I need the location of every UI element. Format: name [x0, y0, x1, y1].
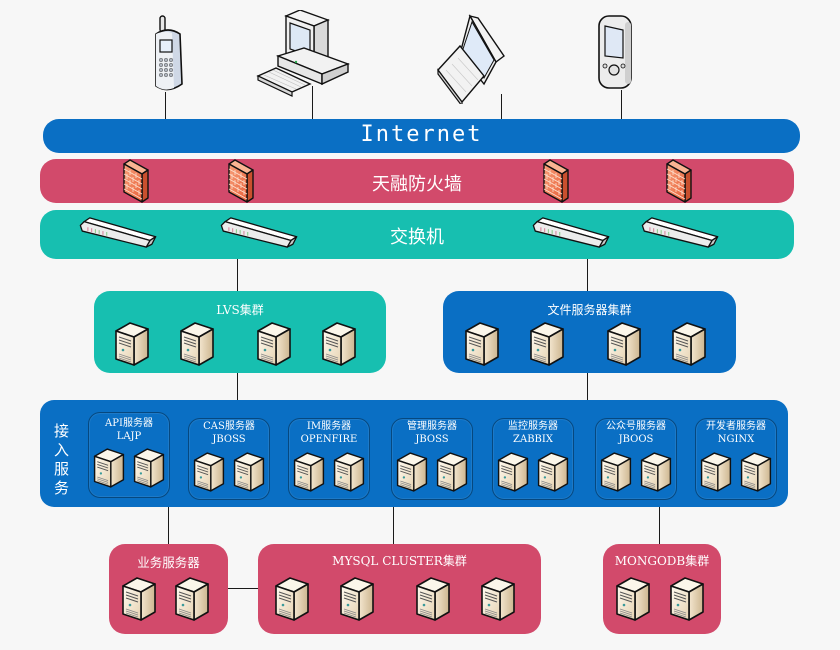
internet-bar: Internet — [43, 119, 800, 153]
group-name: 公众号服务器 — [606, 421, 666, 432]
access-services: 接入服务 API服务器 LAJP CAS服务器 JBOSS IM服务器 OPEN… — [40, 400, 788, 507]
connector-switch-lvs — [237, 259, 238, 292]
desktop-computer-icon — [256, 10, 352, 100]
firewall-icon — [541, 158, 571, 204]
server-icon — [231, 449, 267, 495]
switch-icon — [640, 216, 720, 248]
connector-laptop — [501, 94, 502, 119]
switch-label: 交换机 — [390, 227, 444, 248]
firewall-icon — [664, 158, 694, 204]
mongodb-cluster-title: MONGODB集群 — [614, 554, 710, 568]
switch-icon — [78, 216, 158, 248]
firewall-label: 天融防火墙 — [372, 174, 462, 195]
access-group: IM服务器 OPENFIRE — [288, 418, 370, 500]
business-servers: 业务服务器 — [109, 544, 228, 634]
group-name: 开发者服务器 — [706, 421, 766, 432]
group-name: 管理服务器 — [407, 421, 457, 432]
server-icon — [319, 319, 359, 369]
server-icon — [331, 449, 367, 495]
server-icon — [172, 574, 212, 624]
server-icon — [478, 574, 518, 624]
server-icon — [613, 574, 653, 624]
lvs-cluster-title: LVS集群 — [216, 303, 264, 317]
file-server-cluster: 文件服务器集群 — [443, 291, 736, 373]
connector-business-mysql — [228, 588, 260, 589]
group-tech: ZABBIX — [513, 434, 553, 445]
lvs-cluster: LVS集群 — [94, 291, 386, 373]
server-icon — [91, 445, 127, 491]
access-group: 公众号服务器 JBOOS — [595, 418, 677, 500]
access-group: 开发者服务器 NGINX — [695, 418, 777, 500]
group-tech: OPENFIRE — [300, 434, 358, 445]
server-icon — [434, 449, 470, 495]
connector-access-business — [168, 507, 169, 544]
group-name: API服务器 — [105, 418, 153, 429]
access-group: 管理服务器 JBOSS — [391, 418, 473, 500]
access-group: 监控服务器 ZABBIX — [492, 418, 574, 500]
group-tech: JBOOS — [618, 434, 654, 445]
firewall-icon — [121, 158, 151, 204]
group-name: 监控服务器 — [508, 421, 558, 432]
group-tech: JBOSS — [212, 434, 246, 445]
cell-phone-icon — [150, 14, 186, 94]
server-icon — [638, 449, 674, 495]
mongodb-cluster: MONGODB集群 — [603, 544, 721, 634]
server-icon — [667, 574, 707, 624]
access-group: API服务器 LAJP — [88, 412, 170, 498]
connector-switch-file — [587, 259, 588, 292]
connector-access-mysql — [393, 507, 394, 544]
group-tech: JBOSS — [415, 434, 449, 445]
access-group: CAS服务器 JBOSS — [188, 418, 270, 500]
server-icon — [669, 319, 709, 369]
switch-icon — [219, 216, 299, 248]
server-icon — [527, 319, 567, 369]
connector-access-mongodb — [659, 507, 660, 544]
server-icon — [698, 449, 734, 495]
group-tech: NGINX — [717, 434, 755, 445]
internet-label: Internet — [360, 122, 483, 147]
server-icon — [604, 319, 644, 369]
server-icon — [112, 319, 152, 369]
server-icon — [598, 449, 634, 495]
server-icon — [177, 319, 217, 369]
server-icon — [535, 449, 571, 495]
server-icon — [119, 574, 159, 624]
connector-desktop — [312, 86, 313, 119]
server-icon — [394, 449, 430, 495]
server-icon — [738, 449, 774, 495]
server-icon — [272, 574, 312, 624]
firewall-icon — [226, 158, 256, 204]
access-services-title: 接入服务 — [54, 422, 70, 497]
pda-icon — [595, 14, 635, 90]
switch-icon — [531, 216, 611, 248]
server-icon — [337, 574, 377, 624]
server-icon — [131, 445, 167, 491]
server-icon — [291, 449, 327, 495]
group-name: CAS服务器 — [203, 421, 255, 432]
group-tech: LAJP — [116, 431, 142, 442]
connector-pda — [621, 90, 622, 119]
server-icon — [254, 319, 294, 369]
server-icon — [495, 449, 531, 495]
connector-file-access — [587, 373, 588, 400]
server-icon — [462, 319, 502, 369]
connector-lvs-access — [237, 373, 238, 400]
business-servers-title: 业务服务器 — [137, 555, 200, 570]
connector-phone — [165, 92, 166, 119]
laptop-icon — [434, 14, 508, 104]
mysql-cluster: MYSQL CLUSTER集群 — [258, 544, 541, 634]
group-name: IM服务器 — [306, 421, 352, 432]
file-server-cluster-title: 文件服务器集群 — [547, 303, 632, 317]
server-icon — [413, 574, 453, 624]
mysql-cluster-title: MYSQL CLUSTER集群 — [332, 554, 467, 568]
server-icon — [191, 449, 227, 495]
